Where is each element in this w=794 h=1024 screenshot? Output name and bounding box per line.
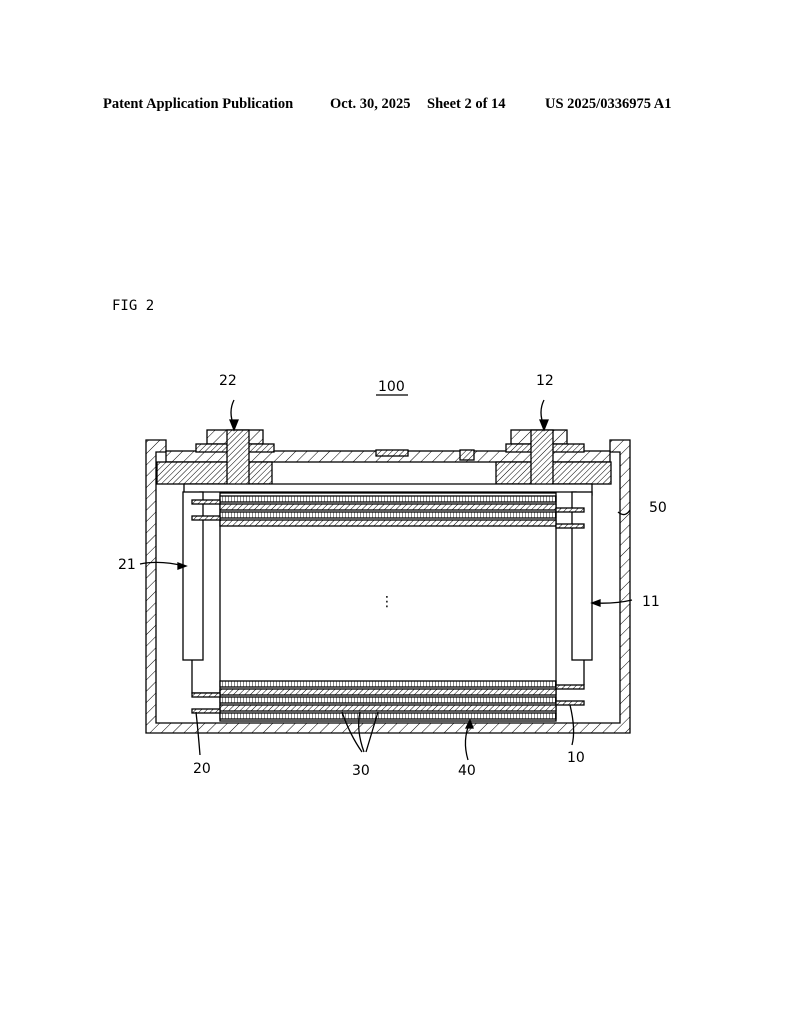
ref-12: 12 bbox=[536, 373, 554, 389]
ref-40: 40 bbox=[458, 763, 476, 779]
ref-50: 50 bbox=[649, 500, 667, 516]
tab-left-upper bbox=[191, 499, 221, 505]
publication-date: Oct. 30, 2025 bbox=[330, 96, 411, 112]
electrode-layers-bottom bbox=[219, 680, 557, 720]
ref-10: 10 bbox=[567, 750, 585, 766]
ref-21: 21 bbox=[118, 557, 136, 573]
ref-22: 22 bbox=[219, 373, 237, 389]
tab-right bbox=[555, 700, 585, 706]
tab-plate-left bbox=[182, 491, 204, 661]
figure-label: FIG 2 bbox=[112, 298, 155, 314]
patent-number: US 2025/0336975 A1 bbox=[545, 96, 672, 112]
sheet-number: Sheet 2 of 14 bbox=[427, 96, 506, 112]
ref-11: 11 bbox=[642, 594, 660, 610]
tab-left bbox=[191, 708, 221, 714]
ref-30: 30 bbox=[352, 763, 370, 779]
publication-type: Patent Application Publication bbox=[103, 96, 294, 112]
tab-right-upper bbox=[555, 507, 585, 513]
electrode-layers-top bbox=[219, 495, 557, 527]
ellipsis: ⋮ bbox=[380, 594, 394, 610]
ref-100: 100 bbox=[378, 379, 405, 395]
ref-20: 20 bbox=[193, 761, 211, 777]
tab-plate-right bbox=[571, 491, 593, 661]
tab-right-middle bbox=[555, 523, 585, 529]
tab-left-middle bbox=[191, 515, 221, 521]
